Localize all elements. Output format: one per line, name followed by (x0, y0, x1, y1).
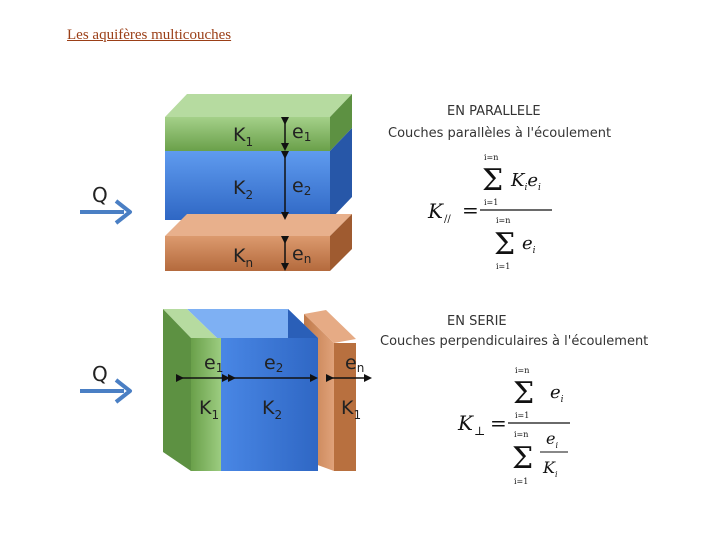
layer-kn-top (165, 214, 352, 236)
svg-text:Σ: Σ (512, 441, 533, 476)
svg-text:=: = (490, 411, 507, 435)
svg-text:ei: ei (522, 233, 536, 256)
svg-text:ei: ei (550, 382, 564, 405)
svg-text:i=n: i=n (484, 153, 498, 162)
layer-k2-side (330, 128, 352, 220)
flow-arrow-series-icon (80, 378, 132, 404)
layer-k2-front (165, 151, 330, 220)
svg-text:⊥: ⊥ (474, 424, 485, 438)
svg-text:i=1: i=1 (484, 198, 498, 207)
parallel-heading: EN PARALLELE (447, 104, 541, 119)
svg-text:i=n: i=n (496, 216, 510, 225)
series-kn-top (304, 310, 356, 343)
svg-text:i=n: i=n (515, 366, 529, 375)
svg-text:i=1: i=1 (514, 477, 528, 486)
flow-label-parallel: Q (92, 183, 108, 207)
flow-label-series: Q (92, 362, 108, 386)
label-kn: Kn (233, 245, 253, 270)
label-k1: K1 (233, 124, 253, 149)
label-en: en (292, 243, 311, 266)
layer-k1-top (165, 94, 352, 117)
series-label-k1: K1 (199, 397, 219, 422)
formula-parallel: K // = i=n Σ i=1 Kiei i=n Σ i=1 ei (427, 153, 552, 271)
series-label-k2: K2 (262, 397, 282, 422)
flow-arrow-parallel-icon (80, 199, 132, 225)
formula-series: K ⊥ = i=n Σ i=1 ei i=n Σ i=1 ei Ki (457, 366, 570, 486)
series-label-e1: e1 (204, 352, 223, 375)
series-subheading: Couches perpendiculaires à l'écoulement (380, 334, 649, 349)
svg-text:i=n: i=n (514, 430, 528, 439)
series-k1-front (191, 338, 221, 471)
layer-k1-side (330, 94, 352, 151)
series-heading: EN SERIE (447, 314, 507, 329)
series-k2-top (187, 309, 318, 338)
label-k2: K2 (233, 177, 253, 202)
svg-text://: // (444, 214, 451, 225)
svg-text:K: K (457, 411, 474, 435)
layer-kn-side (330, 214, 352, 271)
series-label-k1-back: K1 (341, 397, 361, 422)
page-title: Les aquifères multicouches (67, 27, 232, 43)
series-stack: e1 e2 en K1 K2 K1 (163, 309, 372, 471)
series-k1-top (163, 309, 217, 338)
parallel-subheading: Couches parallèles à l'écoulement (388, 126, 612, 141)
label-e2: e2 (292, 175, 311, 198)
label-e1: e1 (292, 121, 311, 144)
svg-text:ei: ei (546, 429, 558, 450)
series-label-e2: e2 (264, 352, 283, 375)
series-label-en: en (345, 352, 364, 375)
svg-text:Σ: Σ (494, 227, 515, 262)
layer-k1-front (165, 117, 330, 151)
svg-text:i=1: i=1 (496, 262, 510, 271)
parallel-stack: K1 e1 K2 e2 Kn en (165, 94, 352, 271)
svg-text:K: K (427, 199, 444, 223)
series-k2-front (217, 338, 318, 471)
series-k1-side (163, 309, 191, 471)
svg-text:Ki: Ki (542, 458, 558, 479)
svg-text:Σ: Σ (513, 376, 534, 411)
layer-kn-front (165, 236, 330, 271)
sigma-icon: Σ (482, 163, 503, 198)
svg-text:Kiei: Kiei (510, 170, 541, 193)
svg-text:=: = (462, 198, 479, 222)
svg-text:i=1: i=1 (515, 411, 529, 420)
